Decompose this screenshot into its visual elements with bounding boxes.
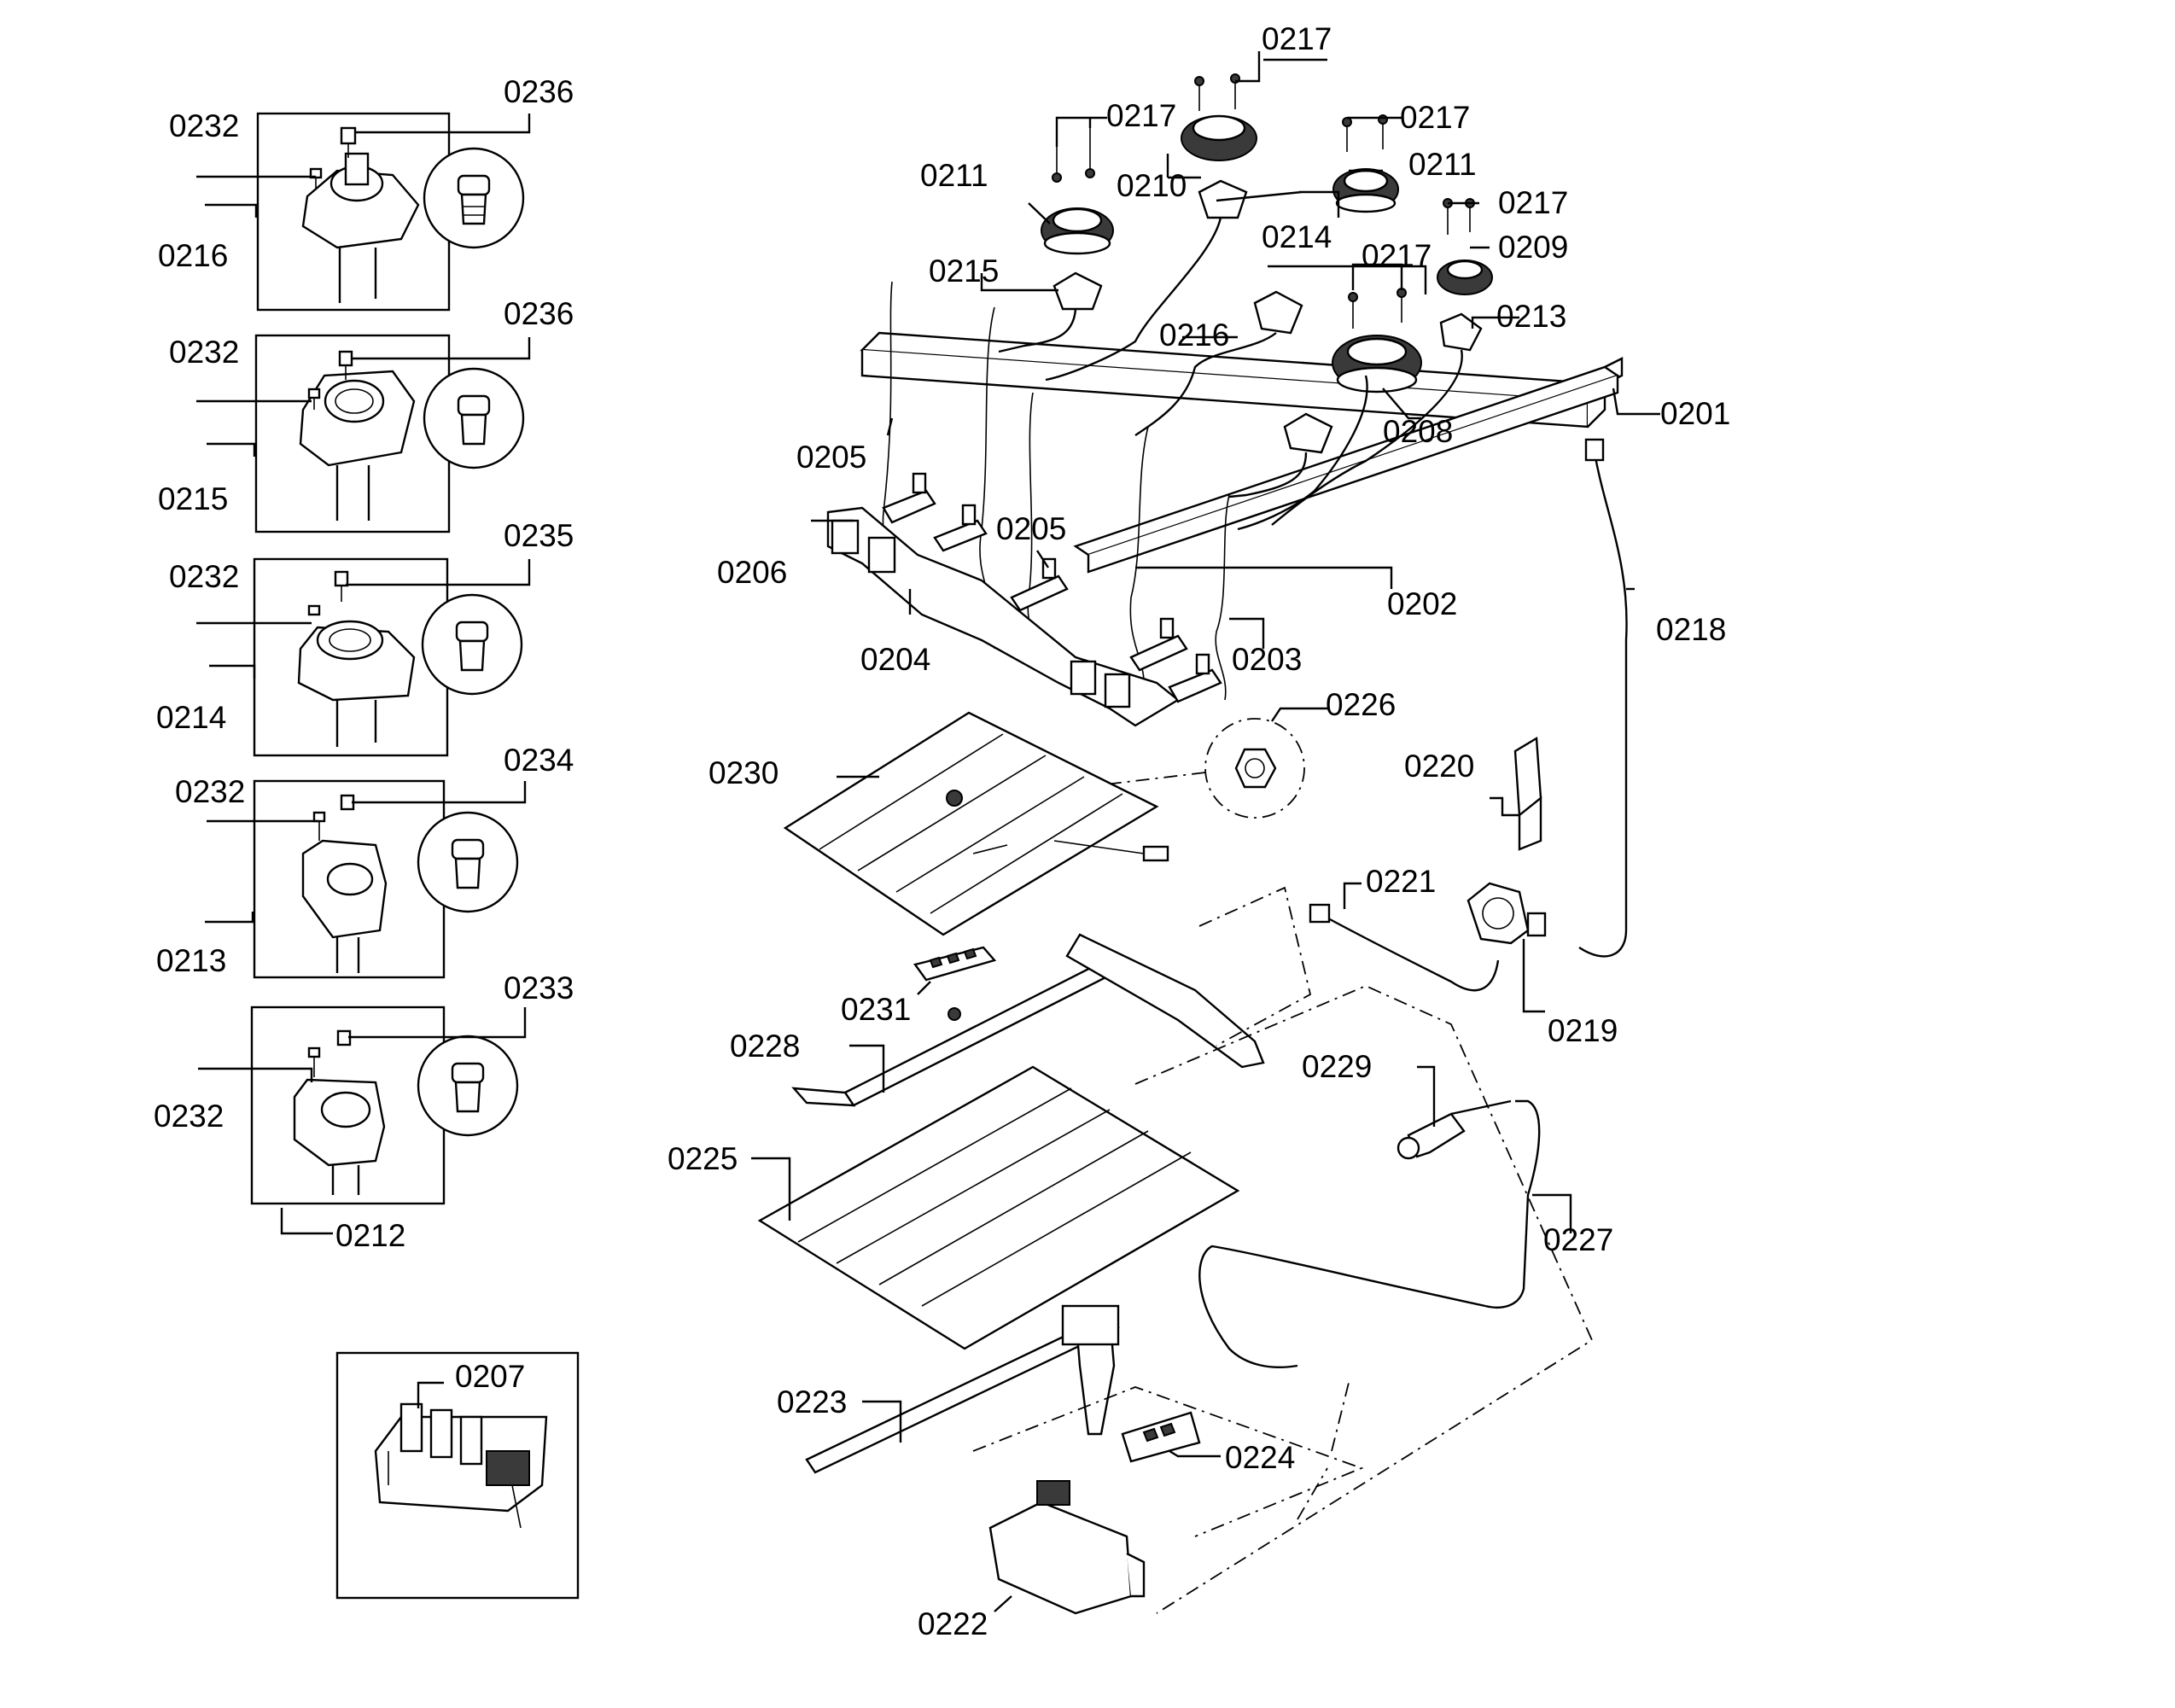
label-0215: 0215 <box>158 481 228 516</box>
main-assembly <box>757 73 1628 1615</box>
label-0206: 0206 <box>717 555 787 590</box>
inset-group <box>250 112 580 1600</box>
heat-shield-0225 <box>757 1065 1240 1350</box>
burner-base-0215 <box>1053 271 1103 311</box>
label-0236: 0236 <box>504 296 574 331</box>
label-0222: 0222 <box>918 1606 988 1641</box>
inset-0212 <box>250 1006 519 1205</box>
label-0216: 0216 <box>158 238 228 273</box>
inset-0207-spark-module <box>335 1351 580 1600</box>
label-0225: 0225 <box>668 1141 738 1176</box>
leader-lines <box>196 51 1660 1612</box>
regulator-0219 <box>1467 882 1530 945</box>
label-0201: 0201 <box>1660 396 1730 431</box>
label-0205: 0205 <box>796 440 866 475</box>
label-0228: 0228 <box>730 1029 800 1064</box>
label-0213: 0213 <box>156 943 226 978</box>
label-0202: 0202 <box>1387 586 1457 621</box>
gas-pipe-0221 <box>1318 912 1500 992</box>
gas-pipe-0227 <box>1484 1099 1541 1309</box>
label-0207: 0207 <box>455 1359 525 1394</box>
valves <box>882 472 1222 703</box>
label-0213: 0213 <box>1496 299 1566 334</box>
label-0214: 0214 <box>156 700 226 735</box>
burner-0210 <box>1181 114 1257 161</box>
label-0212: 0212 <box>335 1218 405 1253</box>
label-0211: 0211 <box>1408 147 1477 182</box>
burner-base-0216 <box>1253 290 1303 335</box>
label-0203: 0203 <box>1232 642 1302 677</box>
label-0232: 0232 <box>169 335 239 370</box>
label-0221: 0221 <box>1366 864 1436 899</box>
label-0219: 0219 <box>1548 1013 1618 1048</box>
label-0218: 0218 <box>1656 612 1726 647</box>
label-0217: 0217 <box>1106 98 1176 133</box>
label-0217: 0217 <box>1262 21 1332 56</box>
label-0205: 0205 <box>996 511 1066 546</box>
label-0227: 0227 <box>1543 1222 1613 1257</box>
inset-0213 <box>253 779 519 979</box>
label-0216: 0216 <box>1159 318 1229 353</box>
label-0229: 0229 <box>1302 1049 1372 1084</box>
label-0234: 0234 <box>504 743 574 778</box>
label-0231: 0231 <box>841 992 911 1027</box>
label-0217: 0217 <box>1498 185 1568 220</box>
label-0224: 0224 <box>1225 1440 1295 1475</box>
label-0214: 0214 <box>1262 219 1332 254</box>
burner-base-0213 <box>1439 312 1483 352</box>
label-0220: 0220 <box>1404 749 1474 784</box>
label-0204: 0204 <box>860 642 930 677</box>
label-0209: 0209 <box>1498 230 1568 265</box>
heat-shield-0230 <box>783 711 1159 936</box>
label-0226: 0226 <box>1326 687 1396 722</box>
label-0208: 0208 <box>1383 414 1453 449</box>
label-0210: 0210 <box>1117 168 1187 203</box>
label-0217: 0217 <box>1400 100 1470 135</box>
label-0232: 0232 <box>169 108 239 143</box>
label-0223: 0223 <box>777 1384 847 1419</box>
label-0233: 0233 <box>504 971 574 1006</box>
label-0232: 0232 <box>154 1099 224 1134</box>
label-0235: 0235 <box>504 518 574 553</box>
callout-labels: 0217 0217 0210 0211 0214 0217 0211 0217 … <box>154 21 1730 1641</box>
igniter-0231 <box>913 946 997 982</box>
gas-pipe-0218 <box>1578 452 1628 958</box>
igniter-0224 <box>1121 1411 1201 1463</box>
inset-0216 <box>256 112 525 312</box>
inset-0215 <box>254 334 525 533</box>
label-0230: 0230 <box>708 755 778 790</box>
nut-0226 <box>1234 748 1277 789</box>
label-0211: 0211 <box>920 158 988 193</box>
burner-tube-0228 <box>843 954 1124 1107</box>
label-0232: 0232 <box>169 559 239 594</box>
label-0232: 0232 <box>175 774 245 809</box>
label-0236: 0236 <box>504 74 574 109</box>
label-0217: 0217 <box>1362 238 1432 273</box>
burner-0208 <box>1332 335 1422 393</box>
burner-0211-left <box>1041 207 1114 255</box>
label-0215: 0215 <box>929 254 999 289</box>
burner-0211-right <box>1332 168 1399 213</box>
inset-0214 <box>253 557 523 757</box>
burner-0209 <box>1437 259 1493 295</box>
